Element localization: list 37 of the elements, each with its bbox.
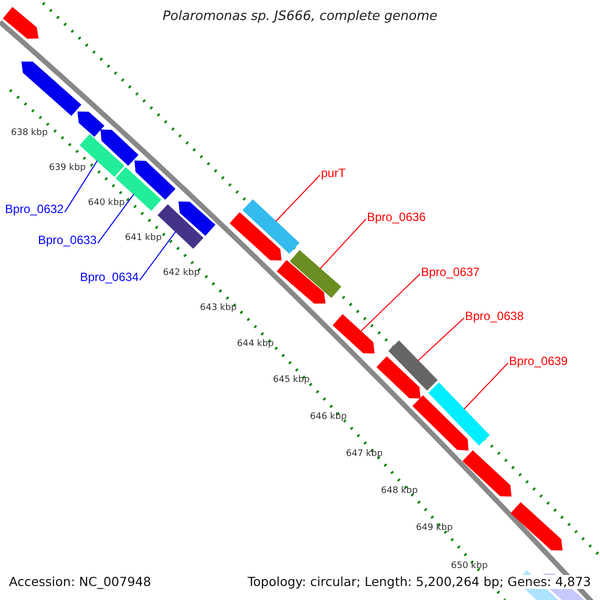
scale-label: 645 kbp — [273, 376, 310, 386]
gene-label: Bpro_0639 — [509, 355, 568, 368]
gene-label: purT — [321, 167, 346, 180]
leader-line — [97, 194, 134, 244]
leader-line — [464, 362, 508, 410]
gene-bar — [290, 250, 342, 298]
gene-bar — [242, 199, 300, 254]
title: Polaromonas sp. JS666, complete genome — [162, 10, 438, 24]
leader-line — [320, 218, 366, 270]
gene-label: Bpro_0632 — [5, 203, 64, 216]
scale-label: 638 kbp — [11, 129, 48, 139]
scale-label: 639 kbp — [49, 164, 86, 174]
scale-label: 641 kbp — [125, 234, 162, 244]
gene-label: Bpro_0633 — [38, 234, 97, 248]
leader-line — [64, 160, 98, 213]
footer-text: Accession: NC_007948 — [9, 575, 152, 589]
gene-feature — [332, 314, 375, 354]
scale-label: 646 kbp — [310, 413, 347, 423]
scale-label: 644 kbp — [237, 340, 274, 350]
gene-label: Bpro_0636 — [367, 211, 426, 224]
leader-line — [418, 318, 464, 362]
gene-label: Bpro_0638 — [465, 310, 524, 324]
footer-text: Topology: circular; Length: 5,200,264 bp; Genes: 4,873 — [248, 575, 591, 589]
scale-label: 649 kbp — [416, 524, 453, 534]
gene-bar — [388, 340, 438, 391]
scale-label: 650 kbp — [451, 562, 488, 572]
scale-label: 643 kbp — [200, 304, 237, 314]
scale-label: 648 kbp — [381, 487, 418, 497]
leader-line — [360, 274, 420, 332]
leader-line — [275, 174, 320, 222]
scale-label: 642 kbp — [163, 269, 200, 279]
gene-label: Bpro_0637 — [421, 266, 480, 280]
gene-bar — [428, 382, 490, 446]
scale-label: 647 kbp — [346, 450, 383, 460]
scale-label: 640 kbp — [88, 199, 125, 209]
leader-line — [139, 231, 176, 281]
gene-label: Bpro_0634 — [80, 271, 139, 284]
